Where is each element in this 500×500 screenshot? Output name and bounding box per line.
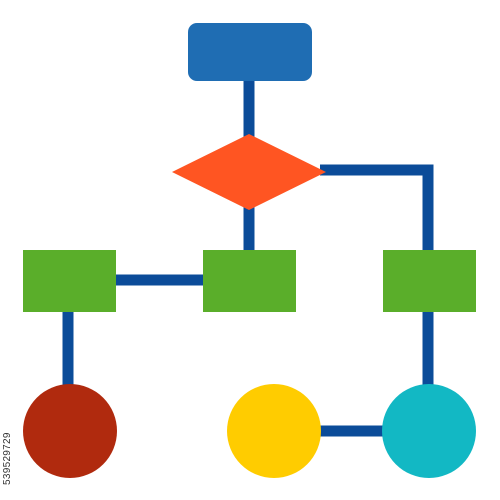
stock-id-text: 539529729 bbox=[2, 432, 13, 485]
end-circle-right bbox=[382, 384, 476, 478]
connectors bbox=[62, 80, 434, 437]
connector-decision-right bbox=[320, 164, 434, 252]
end-circle-middle bbox=[227, 384, 321, 478]
process-box-right bbox=[383, 250, 476, 312]
process-box-center bbox=[203, 250, 296, 312]
start-box bbox=[188, 23, 312, 81]
end-circle-left bbox=[23, 384, 117, 478]
decision-diamond bbox=[172, 134, 326, 210]
process-box-left bbox=[23, 250, 116, 312]
